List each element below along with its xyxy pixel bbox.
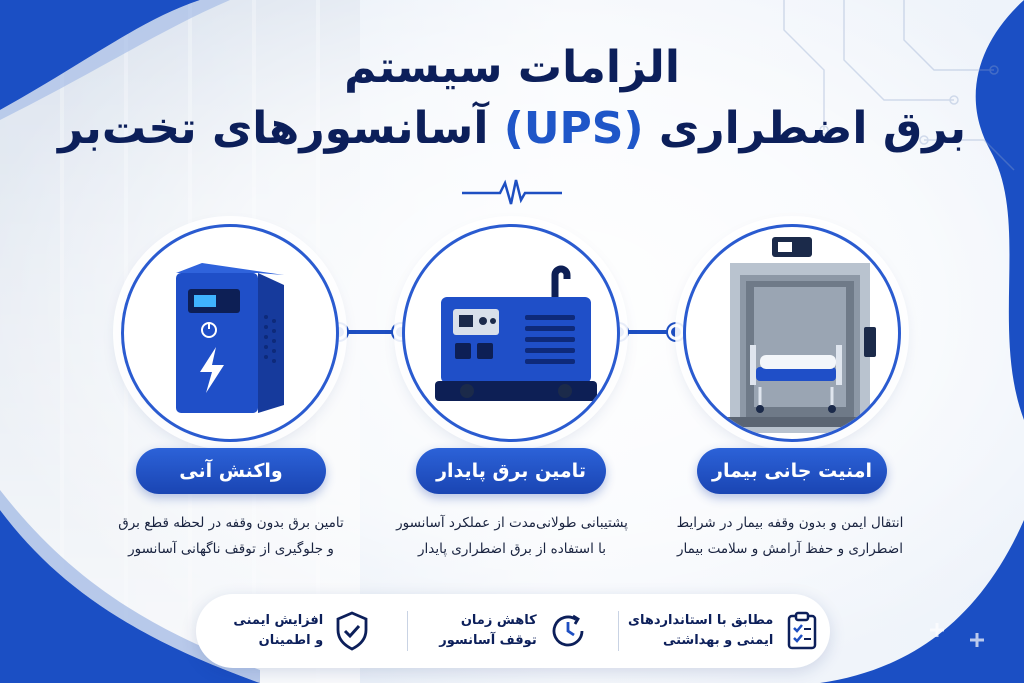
- connector-dot: [668, 324, 684, 340]
- clipboard-checklist-icon: [788, 611, 817, 650]
- top-left-wave: [0, 0, 230, 120]
- benefit-standards-text: مطابق با استانداردهای ایمنی و بهداشتی: [628, 611, 773, 651]
- title-line-2-start: برق اضطراری: [643, 103, 967, 154]
- desc-line: و جلوگیری از توقف ناگهانی آسانسور: [128, 541, 334, 557]
- desc-line: پشتیبانی طولانی‌مدت از عملکرد آسانسور: [396, 515, 628, 531]
- shield-check-icon: [336, 611, 368, 651]
- benefit-line: توقف آسانسور: [439, 633, 537, 648]
- hospital-bed-elevator-illustration: [683, 224, 901, 442]
- generator-illustration: [402, 224, 620, 442]
- benefits-footer: مطابق با استانداردهای ایمنی و بهداشتی کا…: [196, 594, 830, 668]
- clock-arrow-icon: [552, 614, 584, 647]
- feature-desc-stable-power: پشتیبانی طولانی‌مدت از عملکرد آسانسور با…: [382, 510, 642, 562]
- benefit-standards: مطابق با استانداردهای ایمنی و بهداشتی: [619, 611, 830, 651]
- heartbeat-pulse-icon: [462, 179, 562, 205]
- right-wave: [975, 0, 1024, 420]
- page-title: الزامات سیستم برق اضطراری (UPS) آسانسوره…: [0, 38, 1024, 160]
- benefit-line: مطابق با استانداردهای: [628, 613, 774, 628]
- ups-device-icon: [176, 263, 284, 413]
- desc-line: با استفاده از برق اضطراری پایدار: [418, 541, 606, 557]
- footer-divider: [406, 611, 408, 651]
- feature-pill-patient-safety: امنیت جانی بیمار: [697, 448, 887, 494]
- benefit-safety-text: افزایش ایمنی و اطمینان: [233, 611, 323, 651]
- hospital-bed-elevator-icon: [726, 237, 876, 433]
- desc-line: انتقال ایمن و بدون وقفه بیمار در شرایط: [676, 515, 904, 531]
- title-line-2-end: آسانسورهای تخت‌بر: [57, 103, 504, 154]
- footer-divider: [618, 611, 620, 651]
- generator-icon: [435, 265, 597, 401]
- circuit-lines-decoration: [783, 0, 1015, 171]
- benefit-line: ایمنی و بهداشتی: [662, 633, 774, 648]
- bottom-right-wave: [820, 520, 1024, 683]
- feature-pill-stable-power: تامین برق پایدار: [416, 448, 606, 494]
- title-ups-highlight: (UPS): [503, 103, 644, 154]
- ups-device-illustration: [121, 224, 339, 442]
- benefit-line: افزایش ایمنی: [233, 613, 324, 628]
- feature-desc-patient-safety: انتقال ایمن و بدون وقفه بیمار در شرایط ا…: [660, 510, 920, 562]
- desc-line: تامین برق بدون وقفه در لحظه قطع برق: [118, 515, 344, 531]
- benefit-line: کاهش زمان: [460, 613, 537, 628]
- feature-pill-instant-response: واکنش آنی: [136, 448, 326, 494]
- benefit-downtime: کاهش زمان توقف آسانسور: [408, 611, 619, 651]
- feature-desc-instant-response: تامین برق بدون وقفه در لحظه قطع برق و جل…: [101, 510, 361, 562]
- title-line-1: الزامات سیستم: [344, 42, 680, 93]
- benefit-safety: افزایش ایمنی و اطمینان: [196, 611, 407, 651]
- title-line-2: برق اضطراری (UPS) آسانسورهای تخت‌بر: [0, 98, 1024, 160]
- desc-line: اضطراری و حفظ آرامش و سلامت بیمار: [677, 541, 903, 557]
- benefit-downtime-text: کاهش زمان توقف آسانسور: [439, 611, 536, 651]
- benefit-line: و اطمینان: [258, 633, 324, 648]
